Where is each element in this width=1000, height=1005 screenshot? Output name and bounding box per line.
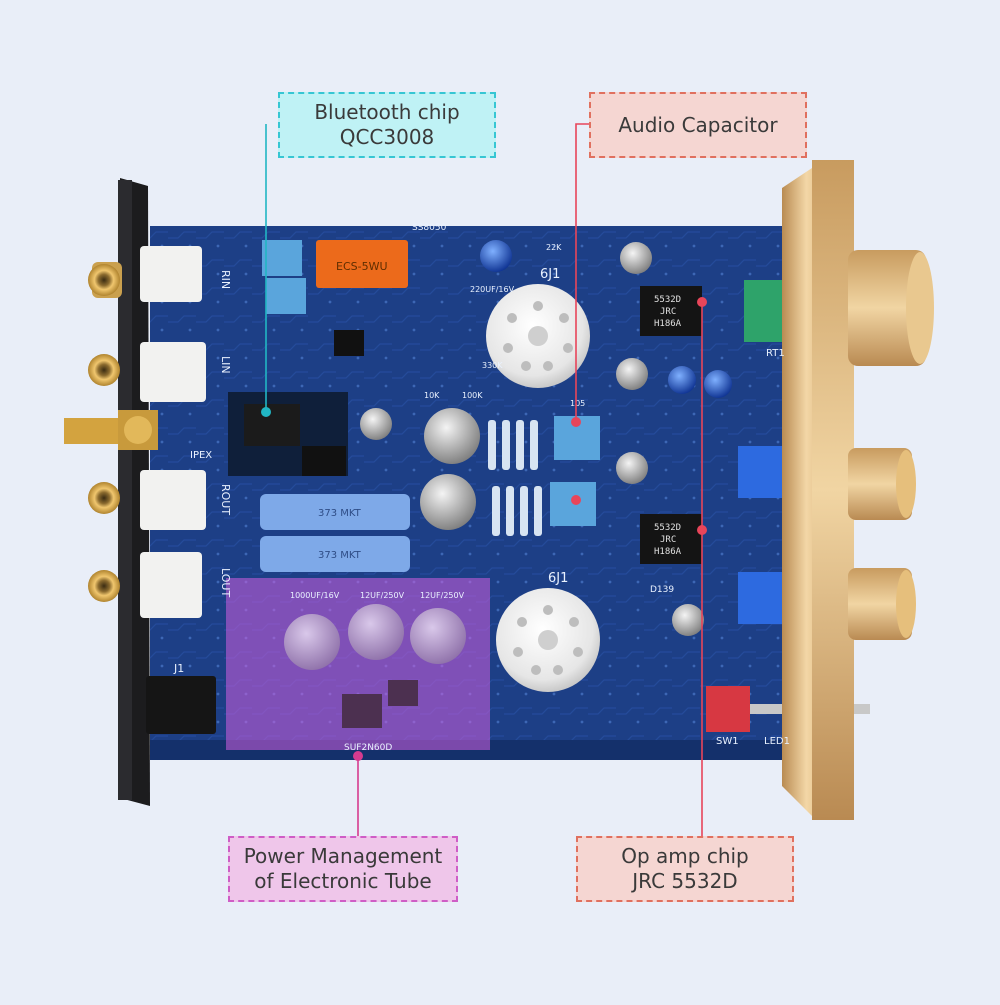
silk-rt1: RT1 xyxy=(766,348,785,359)
res-22k-label: 22K xyxy=(546,243,562,252)
silk-lin: LIN xyxy=(219,356,232,374)
power-switch xyxy=(706,686,750,732)
leader-dot-opamp-2 xyxy=(697,525,707,535)
power-capacitor-1 xyxy=(284,614,340,670)
left-panel-face xyxy=(118,180,132,800)
trim-pot-2 xyxy=(266,278,306,314)
callout-bluetooth-chip: Bluetooth chip QCC3008 xyxy=(278,92,496,158)
leader-dot-power xyxy=(353,751,363,761)
elcap-2-label: 12UF/250V xyxy=(360,591,405,600)
leader-dot-capacitor-2 xyxy=(571,495,581,505)
rca-lin-jack xyxy=(88,342,206,402)
tube-socket-bottom xyxy=(496,588,600,692)
leader-dot-opamp-1 xyxy=(697,297,707,307)
capacitor-gray-2 xyxy=(420,474,476,530)
opamp2-line2: JRC xyxy=(660,535,676,545)
film-capacitor-2 xyxy=(260,536,410,572)
audio-capacitor-2 xyxy=(616,452,648,484)
gold-rca-middle xyxy=(848,448,916,520)
opamp1-line3: H186A xyxy=(654,319,682,329)
audio-capacitor-1 xyxy=(616,358,648,390)
cap-220-label: 220UF/16V xyxy=(470,285,515,294)
silk-j1: J1 xyxy=(173,662,184,675)
gold-front-face xyxy=(812,160,854,820)
audio-capacitor-blue-1 xyxy=(668,366,696,394)
opamp2-line1: 5532D xyxy=(654,523,681,533)
silk-ss8050: SS8050 xyxy=(412,223,447,233)
res-10k-label: 10K xyxy=(424,391,440,400)
sma-antenna-jack xyxy=(64,410,158,450)
callout-bluetooth-line1: Bluetooth chip xyxy=(314,100,460,124)
film-capacitor-1 xyxy=(260,494,410,530)
res-105-label: 105 xyxy=(570,399,585,408)
tube-socket-top xyxy=(486,284,590,388)
opamp2-line3: H186A xyxy=(654,547,682,557)
capacitor-220uf xyxy=(480,240,512,272)
leader-dot-bluetooth xyxy=(261,407,271,417)
tube-label-bottom: 6J1 xyxy=(548,571,568,586)
power-capacitor-3 xyxy=(410,608,466,664)
relay-text: ECS-5WU xyxy=(336,260,388,273)
callout-capacitor-line1: Audio Capacitor xyxy=(618,112,778,137)
relay xyxy=(316,240,408,288)
gold-rca-bottom xyxy=(848,568,916,640)
rca-lout-jack xyxy=(88,552,202,618)
callout-bluetooth-line2: QCC3008 xyxy=(339,125,435,149)
silk-suf: SUF2N60D xyxy=(344,743,392,753)
opamp-chip-1 xyxy=(640,286,702,336)
callout-opamp-line1: Op amp chip xyxy=(621,844,749,868)
gold-rca-top xyxy=(848,250,934,366)
bluetooth-chip xyxy=(244,404,300,446)
silk-rout: ROUT xyxy=(219,484,232,515)
leader-capacitor xyxy=(575,123,589,422)
callout-power-line1: Power Management xyxy=(243,844,443,868)
ic-small-2 xyxy=(302,446,346,476)
audio-capacitor-blue-2 xyxy=(704,370,732,398)
callout-audio-capacitor: Audio Capacitor xyxy=(589,92,807,158)
dc-power-jack xyxy=(146,676,216,734)
res-100k-label: 100K xyxy=(462,391,483,400)
silk-ipex: IPEX xyxy=(190,450,212,461)
leader-dot-capacitor-1 xyxy=(571,417,581,427)
trim-pot-1 xyxy=(262,240,302,276)
callout-opamp-line2: JRC 5532D xyxy=(632,869,738,893)
opamp-chip-2 xyxy=(640,514,702,564)
callout-op-amp-chip: Op amp chip JRC 5532D xyxy=(576,836,794,902)
callout-power-line2: of Electronic Tube xyxy=(254,869,432,893)
opamp1-line2: JRC xyxy=(660,307,676,317)
callout-power-management: Power Management of Electronic Tube xyxy=(228,836,458,902)
elcap-1-label: 1000UF/16V xyxy=(290,591,340,600)
silk-lout: LOUT xyxy=(219,568,232,597)
power-capacitor-2 xyxy=(348,604,404,660)
silk-led1: LED1 xyxy=(764,736,790,747)
power-mosfet xyxy=(342,694,382,728)
rca-rout-jack xyxy=(88,470,206,530)
opamp1-line1: 5532D xyxy=(654,295,681,305)
capacitor-small-1 xyxy=(360,408,392,440)
filmcap-1-text: 373 MKT xyxy=(318,508,362,519)
audio-capacitor-4 xyxy=(672,604,704,636)
rca-rin-jack xyxy=(88,246,202,302)
silk-d139: D139 xyxy=(650,585,674,595)
resistor-array xyxy=(488,420,542,536)
tube-label-top: 6J1 xyxy=(540,267,560,282)
capacitor-gray-1 xyxy=(424,408,480,464)
power-inductor xyxy=(388,680,418,706)
silk-sw1: SW1 xyxy=(716,736,739,747)
filmcap-2-text: 373 MKT xyxy=(318,550,362,561)
elcap-3-label: 12UF/250V xyxy=(420,591,465,600)
res-330k-label: 330K xyxy=(482,361,503,370)
audio-capacitor-3 xyxy=(620,242,652,274)
silk-rin: RIN xyxy=(219,270,232,289)
ic-small-1 xyxy=(334,330,364,356)
